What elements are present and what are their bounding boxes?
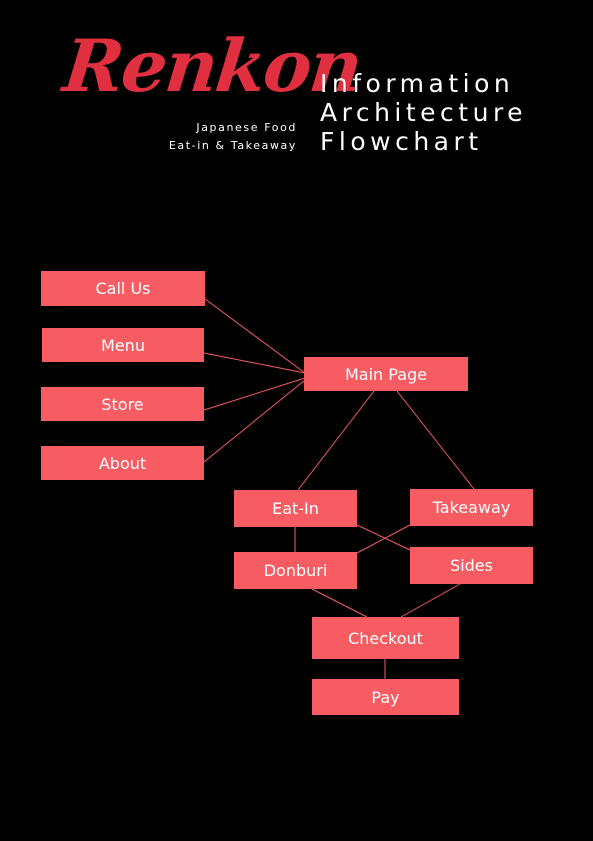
tagline-japanese-food: Japanese Food xyxy=(196,121,297,134)
node-sides: Sides xyxy=(410,547,533,584)
heading-line-2: Architecture xyxy=(320,98,528,127)
heading-line-3: Flowchart xyxy=(320,127,483,156)
connector-takeaway-to-donburi xyxy=(356,524,411,554)
connector-store-to-main_page xyxy=(203,377,306,411)
connector-main_page-to-eat_in xyxy=(297,390,375,491)
node-eat-in: Eat-In xyxy=(234,490,357,527)
heading-line-1: Information xyxy=(320,69,515,98)
node-store: Store xyxy=(41,387,204,421)
node-call-us: Call Us xyxy=(41,271,205,306)
connector-sides-to-checkout xyxy=(400,583,461,618)
node-main-page: Main Page xyxy=(304,357,468,391)
connector-main_page-to-takeaway xyxy=(396,390,475,490)
connector-eat_in-to-sides xyxy=(356,524,411,551)
node-takeaway: Takeaway xyxy=(410,489,533,526)
node-donburi: Donburi xyxy=(234,552,357,589)
node-about: About xyxy=(41,446,204,480)
connector-donburi-to-checkout xyxy=(311,588,368,618)
connector-about-to-main_page xyxy=(203,379,306,463)
connector-menu-to-main_page xyxy=(203,352,306,374)
node-checkout: Checkout xyxy=(312,617,459,659)
connector-call_us-to-main_page xyxy=(204,298,306,374)
node-pay: Pay xyxy=(312,679,459,715)
node-menu: Menu xyxy=(42,328,204,362)
tagline-eat-in-takeaway: Eat-in & Takeaway xyxy=(168,139,297,152)
